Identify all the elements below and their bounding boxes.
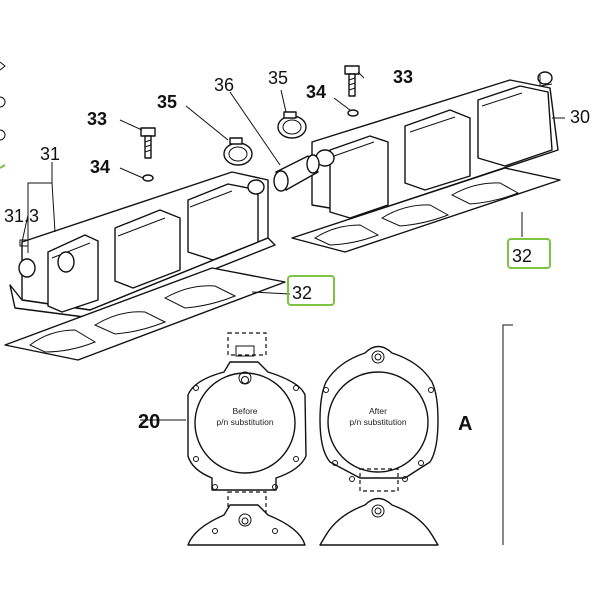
after-dashed-marker <box>359 468 399 492</box>
callout-32-right-highlight <box>507 238 551 269</box>
callout-30: 30 <box>570 107 590 127</box>
callout-31: 31 <box>40 144 60 164</box>
callout-31-3: 31.3 <box>4 206 39 226</box>
callout-35-left: 35 <box>157 92 177 112</box>
bottom-crop-mask <box>0 546 600 600</box>
connecting-pipe <box>273 154 320 192</box>
callout-32-right: 32 <box>512 246 532 266</box>
callout-33-right: 33 <box>393 67 413 87</box>
callout-34-right: 34 <box>306 82 326 102</box>
left-cover-gasket <box>4 267 286 361</box>
clamp-left <box>223 142 253 166</box>
washer-left <box>142 174 154 182</box>
green-arrow-icon <box>0 164 6 169</box>
hose-clamps <box>223 111 307 166</box>
leader-lines <box>21 71 565 545</box>
callout-32-left-highlight <box>287 275 335 306</box>
callout-34-left: 34 <box>90 157 110 177</box>
left-valve-cover <box>9 171 276 319</box>
callout-labels: 30 31 31.3 32 32 33 33 34 34 35 35 36 20… <box>4 67 590 435</box>
before-label-line1: Before <box>232 406 257 416</box>
callout-36: 36 <box>214 75 234 95</box>
callout-32-left: 32 <box>292 283 312 303</box>
breather-port <box>18 258 36 278</box>
callout-35-right: 35 <box>268 68 288 88</box>
gasket-before: Before p/n substitution <box>187 332 307 491</box>
right-cover-gasket <box>291 167 561 253</box>
washer-right <box>347 109 359 117</box>
callout-33-left: 33 <box>87 109 107 129</box>
after-label-line1: After <box>369 406 387 416</box>
zoom-in-icon <box>0 96 6 108</box>
right-cover-port <box>537 71 553 85</box>
callout-a: A <box>458 413 472 435</box>
after-label-line2: p/n substitution <box>349 417 406 427</box>
gasket-after: After p/n substitution <box>319 345 439 492</box>
left-toolbar-fragment <box>0 61 6 169</box>
download-icon <box>0 61 6 71</box>
before-dashed-marker <box>227 332 267 356</box>
clamp-right <box>277 115 307 139</box>
bolt-right <box>344 65 360 97</box>
zoom-out-icon <box>0 129 6 141</box>
callout-20: 20 <box>138 411 160 433</box>
gasket-after-lower <box>319 497 439 546</box>
right-valve-cover <box>311 71 559 219</box>
bolt-left <box>140 127 156 159</box>
gasket-before-lower <box>187 491 306 546</box>
before-label-line2: p/n substitution <box>216 417 273 427</box>
bolts-and-washers <box>140 65 360 182</box>
left-cover-outlet <box>247 179 265 195</box>
